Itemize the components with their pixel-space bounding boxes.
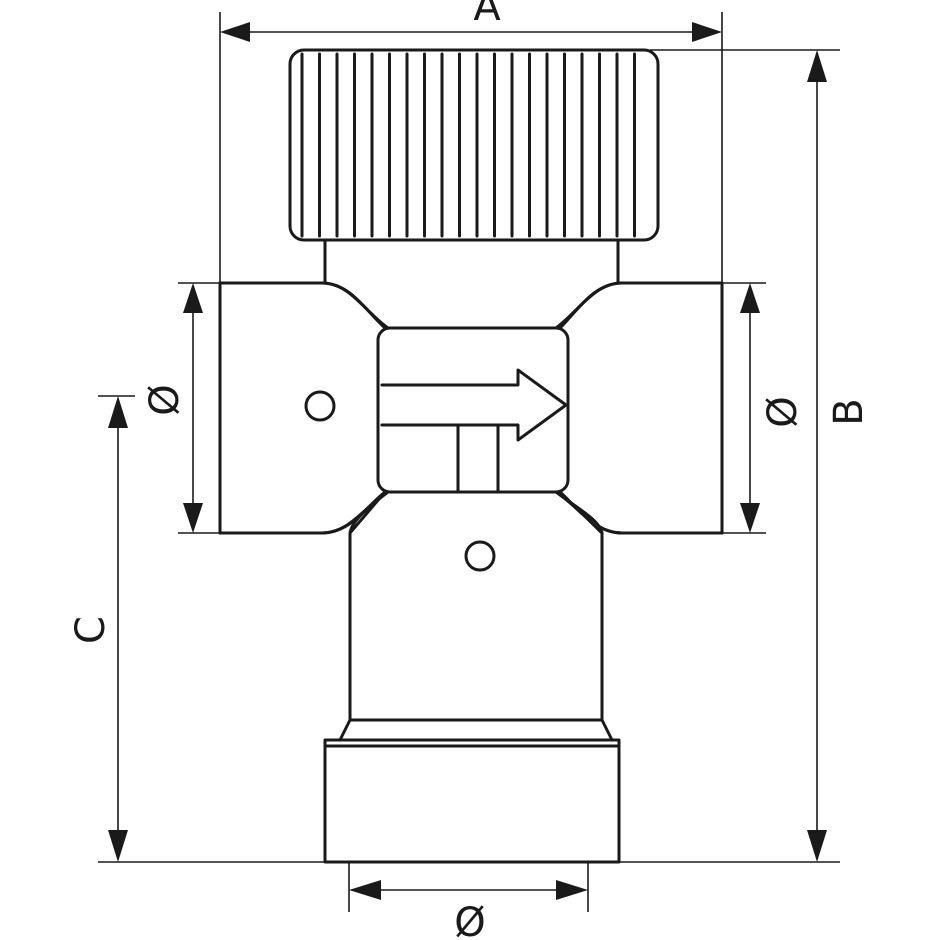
bottom-nut bbox=[323, 718, 621, 864]
bottom-diameter-dimension: Ø bbox=[348, 862, 589, 940]
knurled-cap bbox=[288, 48, 660, 242]
flow-arrow-icon bbox=[380, 368, 568, 442]
stem-marker bbox=[464, 540, 496, 572]
knurl-lines bbox=[300, 52, 636, 238]
right-diameter-dimension: Ø bbox=[722, 282, 806, 534]
left-diameter-label: Ø bbox=[142, 384, 188, 415]
flow-branch bbox=[380, 423, 500, 494]
bottom-diameter-label: Ø bbox=[454, 900, 485, 940]
dimension-b: B bbox=[619, 49, 872, 863]
valve-body-outline bbox=[218, 281, 724, 722]
left-diameter-dimension: Ø bbox=[142, 282, 220, 534]
cap-neck bbox=[323, 238, 620, 286]
right-diameter-label: Ø bbox=[760, 396, 806, 427]
dimension-a-label: A bbox=[473, 0, 501, 30]
dimension-c: C bbox=[68, 395, 325, 863]
flow-window bbox=[376, 326, 570, 494]
dimension-b-label: B bbox=[826, 398, 872, 425]
dimension-c-label: C bbox=[68, 616, 114, 644]
dimension-a: A bbox=[219, 0, 723, 283]
left-port-marker bbox=[304, 390, 336, 422]
